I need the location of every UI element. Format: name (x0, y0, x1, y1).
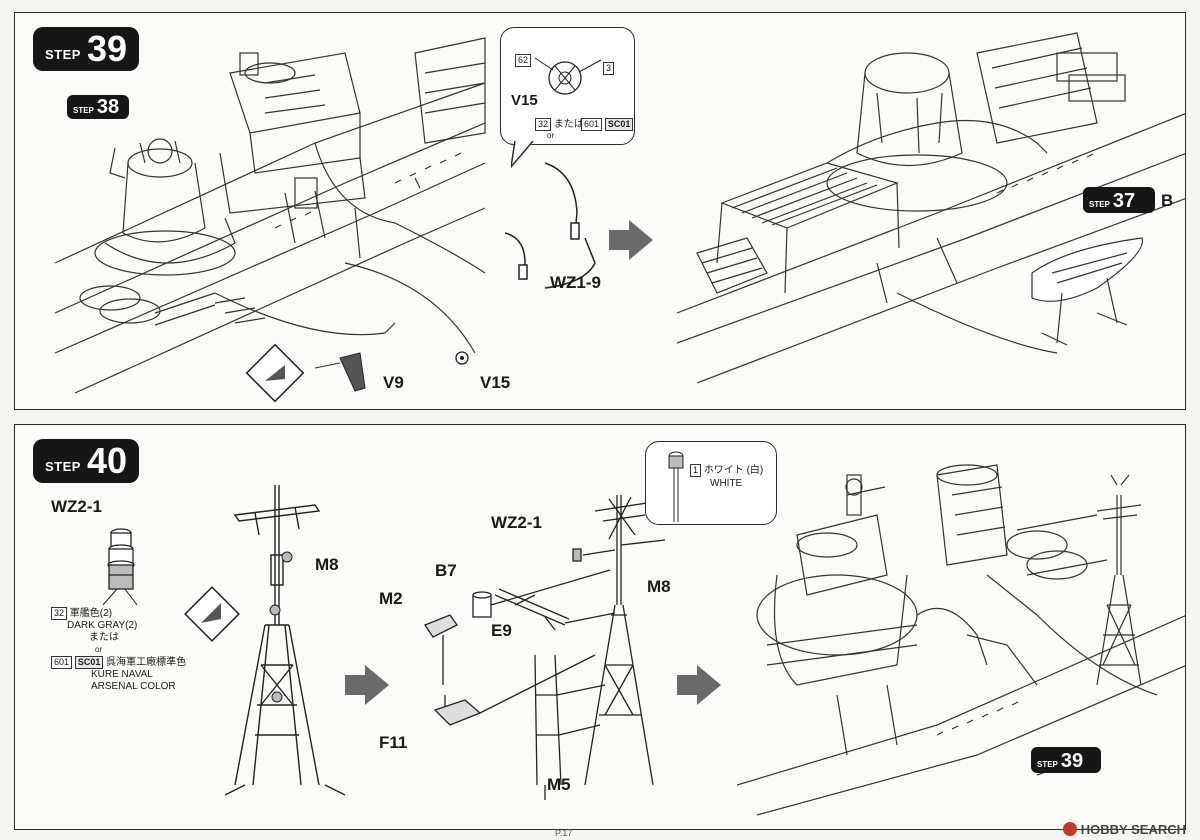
v15-paint-callout: 62 3 V15 32 または or 601 SC01 (500, 27, 635, 145)
part-m8-label-left: M8 (315, 555, 339, 574)
paint-code-62: 62 (515, 54, 532, 67)
part-wz1-9-label: WZ1-9 (550, 273, 601, 292)
ship-bridge-mast-drawing (737, 464, 1185, 816)
matawa-text: または (89, 632, 119, 643)
page-footer: P.17 (555, 828, 573, 838)
ref-step-word: STEP (1037, 760, 1058, 769)
paint-region-icon (184, 586, 240, 642)
ref-step-word: STEP (1089, 200, 1110, 209)
paint-code-32: 32 (51, 607, 68, 620)
ref-step-number: 38 (96, 96, 120, 118)
watermark: HOBBY SEARCH (1062, 822, 1186, 837)
part-f11-label: F11 (379, 733, 408, 752)
ship-bridge-right-drawing (677, 32, 1185, 384)
ref-step-word: STEP (73, 106, 94, 115)
paint-jp-gray: 軍艦色(2) (69, 608, 113, 619)
step-39-panel: STEP 39 STEP 38 (14, 12, 1186, 410)
paint-code-sc01: SC01 (74, 656, 104, 669)
part-m5-label: M5 (547, 775, 571, 794)
wz2-1-part-icon (102, 528, 138, 605)
callout-pointer (511, 141, 534, 169)
step-number: 39 (86, 28, 128, 69)
part-wz2-1-label-mid: WZ2-1 (491, 513, 542, 532)
ref-step-37-suffix: B (1161, 191, 1174, 210)
ship-bridge-left-drawing (54, 37, 486, 403)
ref-step-37-badge: STEP 37 (1083, 187, 1155, 213)
mast-left-drawing (224, 485, 346, 796)
ref-step-38-badge: STEP 38 (67, 95, 129, 119)
paint-code-601: 601 (51, 656, 73, 669)
paint-jp-kure: 呉海軍工廠標準色 (106, 657, 187, 668)
part-v9-label: V9 (383, 373, 404, 392)
or-text: or (95, 645, 103, 654)
watermark-text: HOBBY SEARCH (1080, 822, 1186, 837)
paint-code-3: 3 (603, 62, 615, 75)
step-40-panel: STEP 40 WZ2-1 32 軍艦色(2) DARK GRAY(2) または… (14, 424, 1186, 830)
step-flow-arrow-icon (609, 220, 653, 260)
step-word: STEP (45, 459, 81, 474)
v15-part-icon (534, 57, 602, 95)
paint-code-601: 601 (581, 118, 603, 131)
paint-en-gray: DARK GRAY(2) (67, 620, 138, 631)
callout-part-label: V15 (511, 92, 538, 109)
matawa-text: または (553, 119, 584, 130)
mast-tip-icon (668, 451, 684, 522)
step-number: 40 (86, 440, 128, 481)
paint-en-kure-1: KURE NAVAL (91, 669, 153, 680)
part-wz2-1-label-left: WZ2-1 (51, 497, 102, 516)
hobby-search-logo-icon (1062, 822, 1077, 836)
paint-en-kure-2: ARSENAL COLOR (91, 681, 176, 692)
step-word: STEP (45, 47, 81, 62)
part-m8-label-mid: M8 (647, 577, 671, 596)
white-paint-callout: 1 ホワイト (白) WHITE (645, 441, 777, 525)
part-b7-label: B7 (435, 561, 457, 580)
part-v15-label: V15 (480, 373, 511, 392)
part-m2-label: M2 (379, 589, 403, 608)
ref-step-number: 39 (1060, 750, 1084, 772)
paint-spec-block: 32 軍艦色(2) DARK GRAY(2) または or 601 SC01 呉… (51, 607, 186, 693)
white-en: WHITE (710, 478, 743, 489)
or-text: or (547, 131, 555, 140)
paint-code-sc01: SC01 (604, 118, 634, 131)
ref-step-39-badge: STEP 39 (1031, 747, 1101, 773)
step-39-badge: STEP 39 (33, 27, 139, 71)
wz1-9-parts-drawing (504, 162, 596, 289)
mast-assembly-drawing (424, 495, 666, 800)
white-jp: ホワイト (白) (703, 465, 764, 476)
ref-step-number: 37 (1112, 190, 1136, 212)
step-flow-arrow-icon (677, 665, 721, 705)
part-e9-label: E9 (491, 621, 512, 640)
step-40-badge: STEP 40 (33, 439, 139, 483)
step-flow-arrow-icon (345, 665, 389, 705)
paint-code-1: 1 (690, 464, 702, 477)
